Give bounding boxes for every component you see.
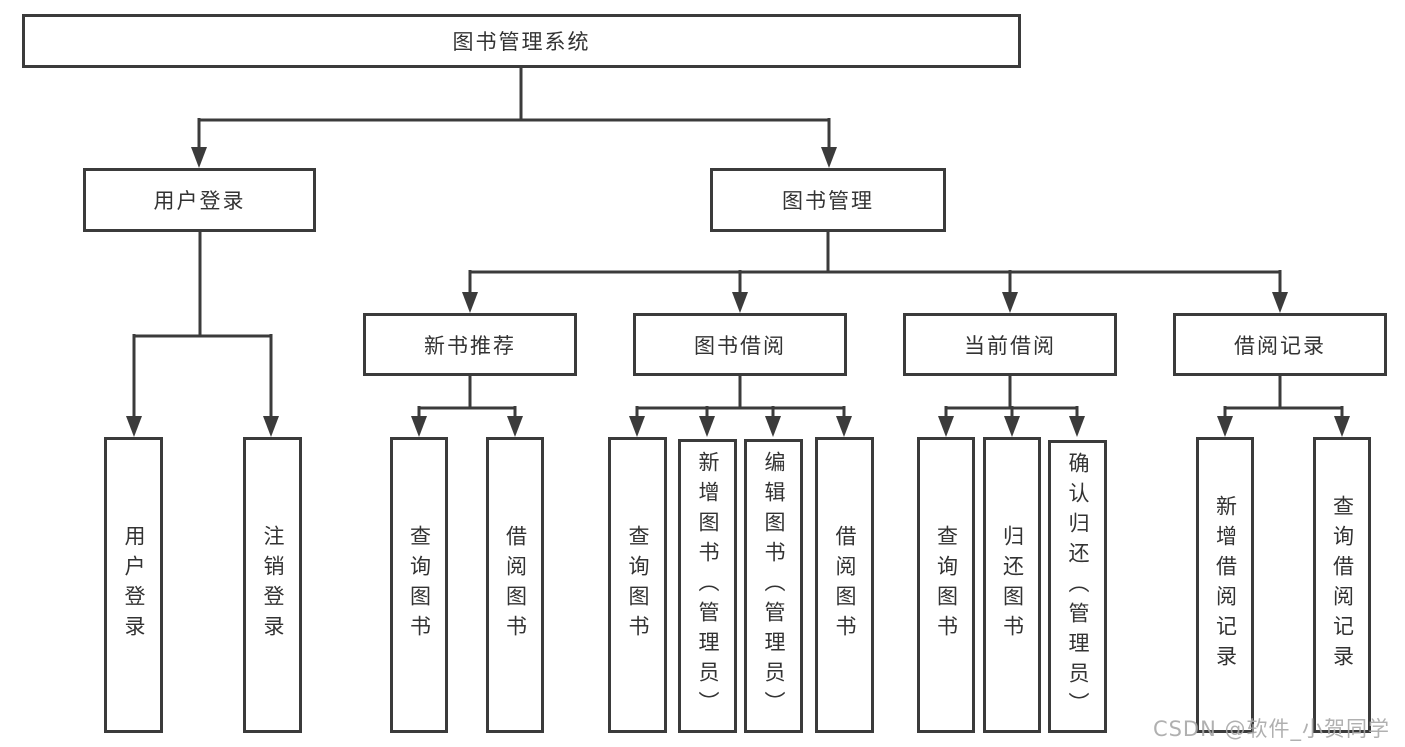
node-label: 注销登录 (261, 525, 285, 645)
node-label: 用户登录 (122, 525, 146, 645)
leaf-query-books-3: 查询图书 (917, 437, 975, 733)
node-label: 借阅图书 (833, 525, 857, 645)
node-label: 查询图书 (934, 525, 959, 645)
node-label: 查询图书 (407, 525, 432, 645)
node-label: 归还图书 (1000, 525, 1025, 645)
node-label: 新增借阅记录 (1213, 495, 1238, 675)
leaf-borrow-books-2: 借阅图书 (815, 437, 874, 733)
node-label: 图书管理 (782, 189, 874, 213)
node-label: 图书借阅 (694, 333, 786, 358)
leaf-query-books-1: 查询图书 (390, 437, 448, 733)
leaf-borrow-books-1: 借阅图书 (486, 437, 544, 733)
node-user-login-branch: 用户登录 (83, 168, 316, 232)
leaf-confirm-return-admin: 确认归还（管理员） (1048, 440, 1107, 733)
arrowhead-icons (126, 147, 1350, 437)
node-book-management-branch: 图书管理 (710, 168, 946, 232)
node-new-book-recommend: 新书推荐 (363, 313, 577, 376)
leaf-user-login: 用户登录 (104, 437, 163, 733)
node-label: 借阅记录 (1234, 333, 1326, 358)
leaf-logout: 注销登录 (243, 437, 302, 733)
node-label: 借阅图书 (503, 525, 528, 645)
node-label: 确认归还（管理员） (1066, 451, 1090, 722)
leaf-query-borrow-record: 查询借阅记录 (1313, 437, 1371, 733)
leaf-return-book: 归还图书 (983, 437, 1041, 733)
node-borrow-records: 借阅记录 (1173, 313, 1387, 376)
node-root-library-system: 图书管理系统 (22, 14, 1021, 68)
node-current-borrow: 当前借阅 (903, 313, 1117, 376)
node-label: 新书推荐 (424, 333, 516, 358)
leaf-query-books-2: 查询图书 (608, 437, 667, 733)
node-label: 查询图书 (626, 525, 650, 645)
node-label: 编辑图书（管理员） (762, 451, 786, 721)
node-label: 新增图书（管理员） (696, 451, 720, 721)
leaf-edit-book-admin: 编辑图书（管理员） (744, 439, 803, 733)
csdn-watermark: CSDN @软件_小贺同学 (1152, 717, 1390, 741)
node-label: 图书管理系统 (452, 30, 591, 54)
node-label: 用户登录 (153, 189, 246, 213)
leaf-add-borrow-record: 新增借阅记录 (1196, 437, 1254, 733)
node-book-borrow: 图书借阅 (633, 313, 847, 376)
node-label: 当前借阅 (964, 333, 1056, 358)
node-label: 查询借阅记录 (1330, 495, 1355, 675)
leaf-add-book-admin: 新增图书（管理员） (678, 439, 737, 733)
